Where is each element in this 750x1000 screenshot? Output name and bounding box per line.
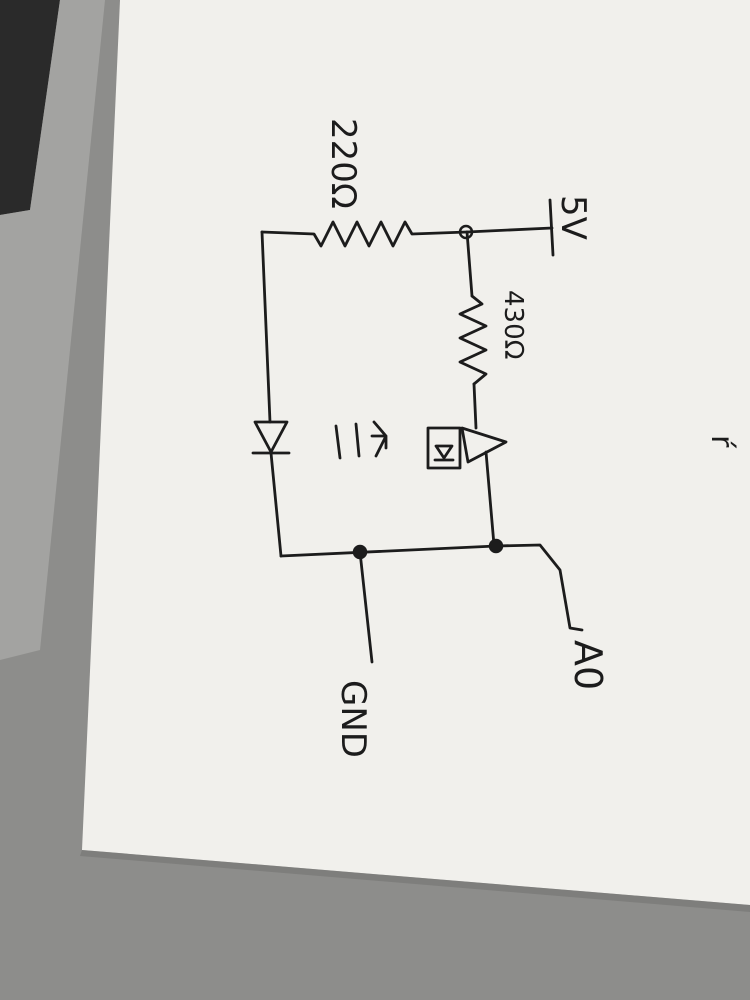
label-gnd: GND	[333, 680, 373, 758]
paper-sheet	[82, 0, 750, 905]
right-wire-lower	[484, 450, 496, 547]
bottom-wire	[279, 544, 498, 558]
junction-bottom-mid	[352, 544, 368, 560]
label-5v: 5V	[553, 195, 593, 240]
left-wire-upper	[260, 230, 272, 424]
label-a0: A0	[566, 640, 610, 690]
label-430-ohm: 430Ω	[498, 290, 528, 360]
label-220-ohm: 220Ω	[323, 118, 363, 209]
ground-wire	[358, 550, 374, 664]
junction-top	[458, 224, 474, 240]
laptop-edge	[0, 0, 60, 215]
left-wire-lower	[269, 451, 283, 558]
resistor-220	[260, 220, 469, 248]
junctions	[352, 224, 504, 560]
light-arrows	[334, 420, 388, 460]
output-wire	[494, 543, 584, 632]
resistor-430	[458, 294, 488, 386]
label-corner-mark: ŕ	[704, 435, 739, 449]
supply-wire	[465, 226, 554, 234]
laptop-bezel	[0, 0, 105, 660]
junction-bottom-right	[488, 538, 504, 554]
right-wire-top	[465, 230, 474, 298]
circuit-schematic	[251, 198, 584, 664]
right-wire-mid	[472, 382, 478, 430]
paper-shadow	[80, 850, 750, 912]
